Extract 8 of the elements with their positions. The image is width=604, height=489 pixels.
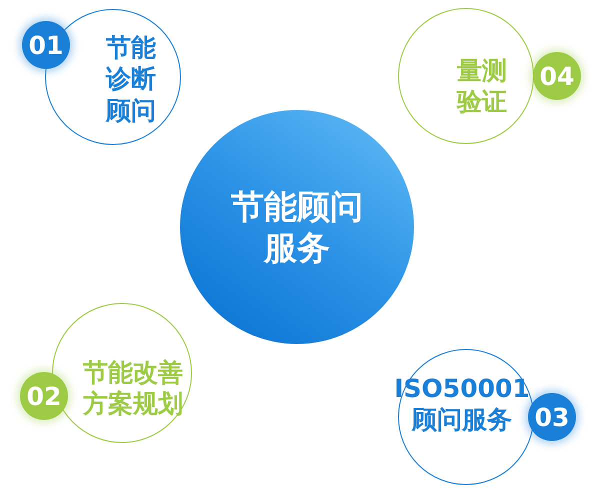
- service-label: 节能诊断顾问: [104, 32, 157, 126]
- number-badge: 03: [528, 393, 576, 441]
- service-label: 节能改善方案规划: [82, 356, 184, 420]
- number-badge: 04: [533, 52, 581, 100]
- number-badge: 01: [22, 21, 70, 69]
- service-label: 量测验证: [456, 54, 508, 118]
- number-badge: 02: [20, 372, 68, 420]
- service-label: 节能顾问服务: [230, 186, 364, 268]
